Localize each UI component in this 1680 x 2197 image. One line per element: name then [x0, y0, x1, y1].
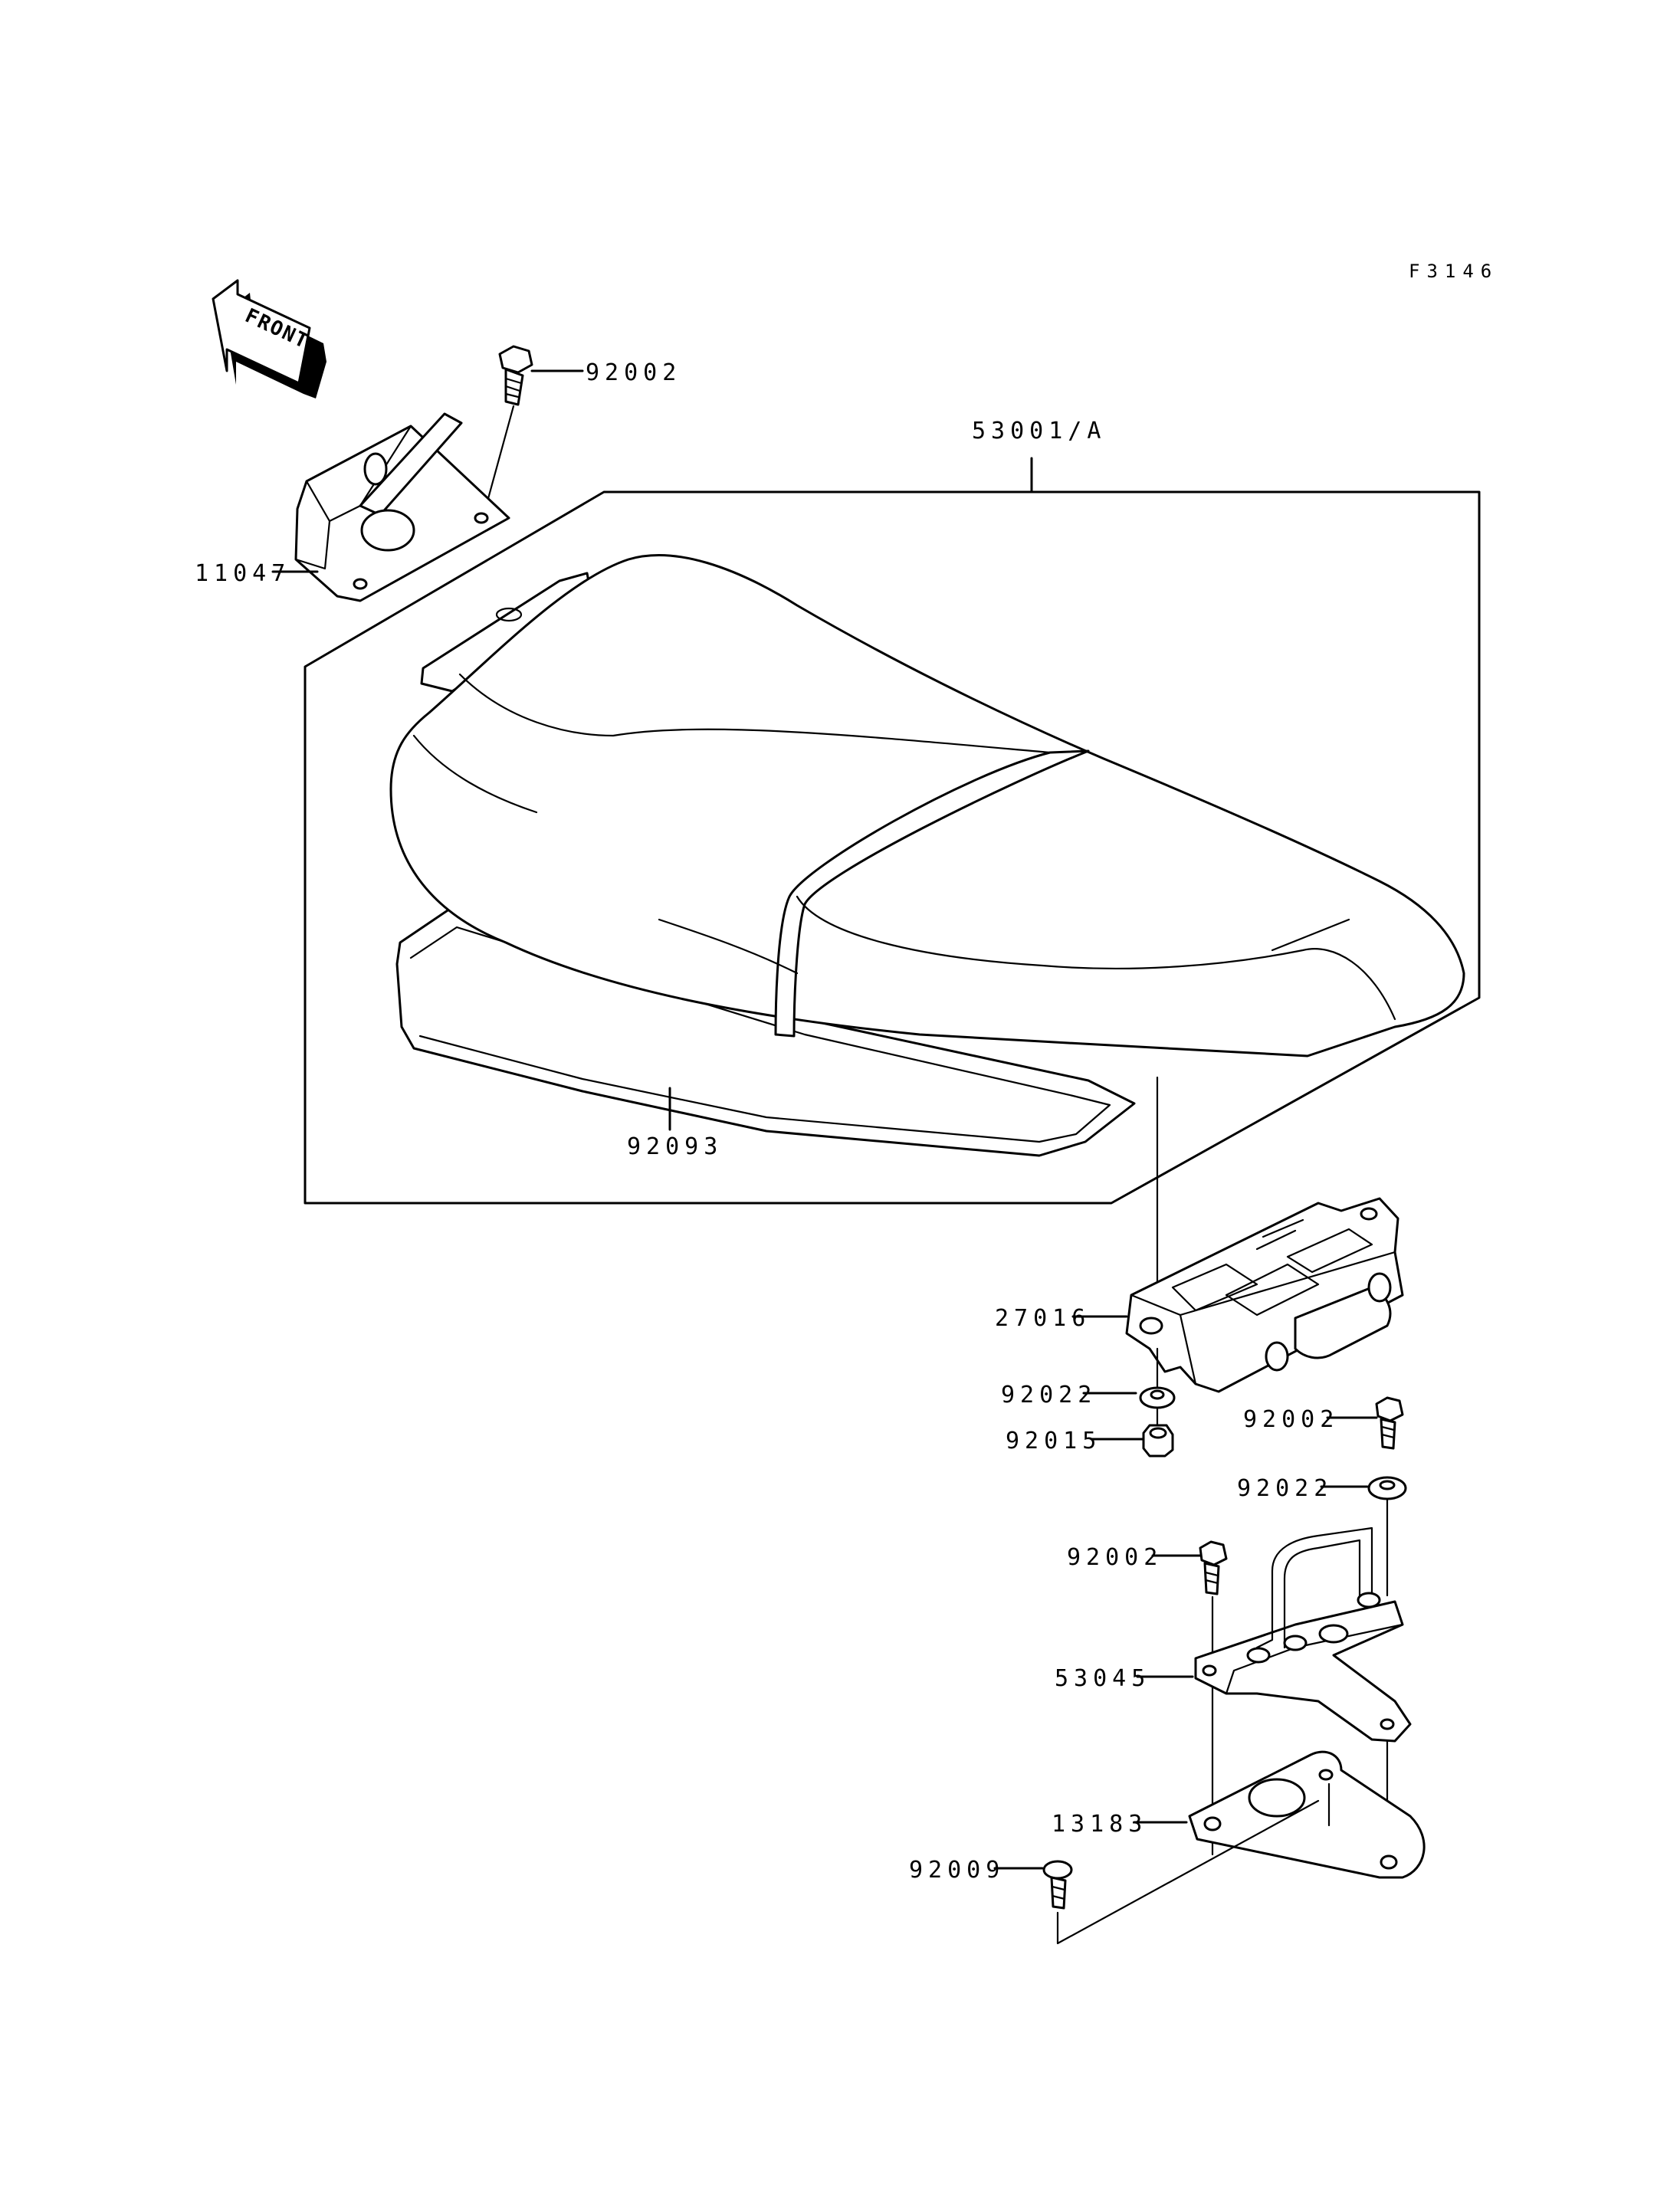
- part-label-bolt-mid: 92002: [1067, 1544, 1163, 1571]
- bolt-top-icon: [498, 345, 533, 406]
- part-label-bolt-right: 92002: [1243, 1406, 1339, 1433]
- front-arrow-icon: FRONT: [212, 279, 326, 398]
- seat-cushion-icon: [389, 554, 1465, 1058]
- washer-2-icon: [1367, 1476, 1407, 1500]
- bolt-mid-icon: [1199, 1540, 1228, 1595]
- latch-27016-icon: [1125, 1197, 1404, 1393]
- part-label-seat-assy: 53001/A: [972, 418, 1106, 444]
- bracket-11047-icon: [294, 412, 510, 602]
- part-label-latch: 27016: [995, 1305, 1091, 1332]
- part-label-plate: 13183: [1052, 1811, 1147, 1838]
- nut-icon: [1142, 1424, 1174, 1458]
- part-label-hook: 53045: [1055, 1665, 1150, 1692]
- part-label-washer-1: 92022: [1001, 1382, 1097, 1408]
- seat-assembly-frame: [304, 457, 1481, 1205]
- figure-code: F3146: [1409, 261, 1498, 282]
- part-label-washer-2: 92022: [1237, 1475, 1333, 1502]
- plate-13183-icon: [1188, 1750, 1426, 1879]
- bolt-right-icon: [1375, 1396, 1404, 1450]
- part-label-nut: 92015: [1006, 1428, 1101, 1454]
- part-label-screw: 92009: [909, 1857, 1005, 1884]
- part-label-bracket: 11047: [195, 560, 290, 587]
- washer-1-icon: [1139, 1386, 1176, 1409]
- hook-53045-icon: [1194, 1526, 1412, 1743]
- part-label-bolt-top: 92002: [586, 359, 681, 386]
- part-label-seat-base: 92093: [627, 1133, 723, 1160]
- screw-icon: [1042, 1860, 1073, 1910]
